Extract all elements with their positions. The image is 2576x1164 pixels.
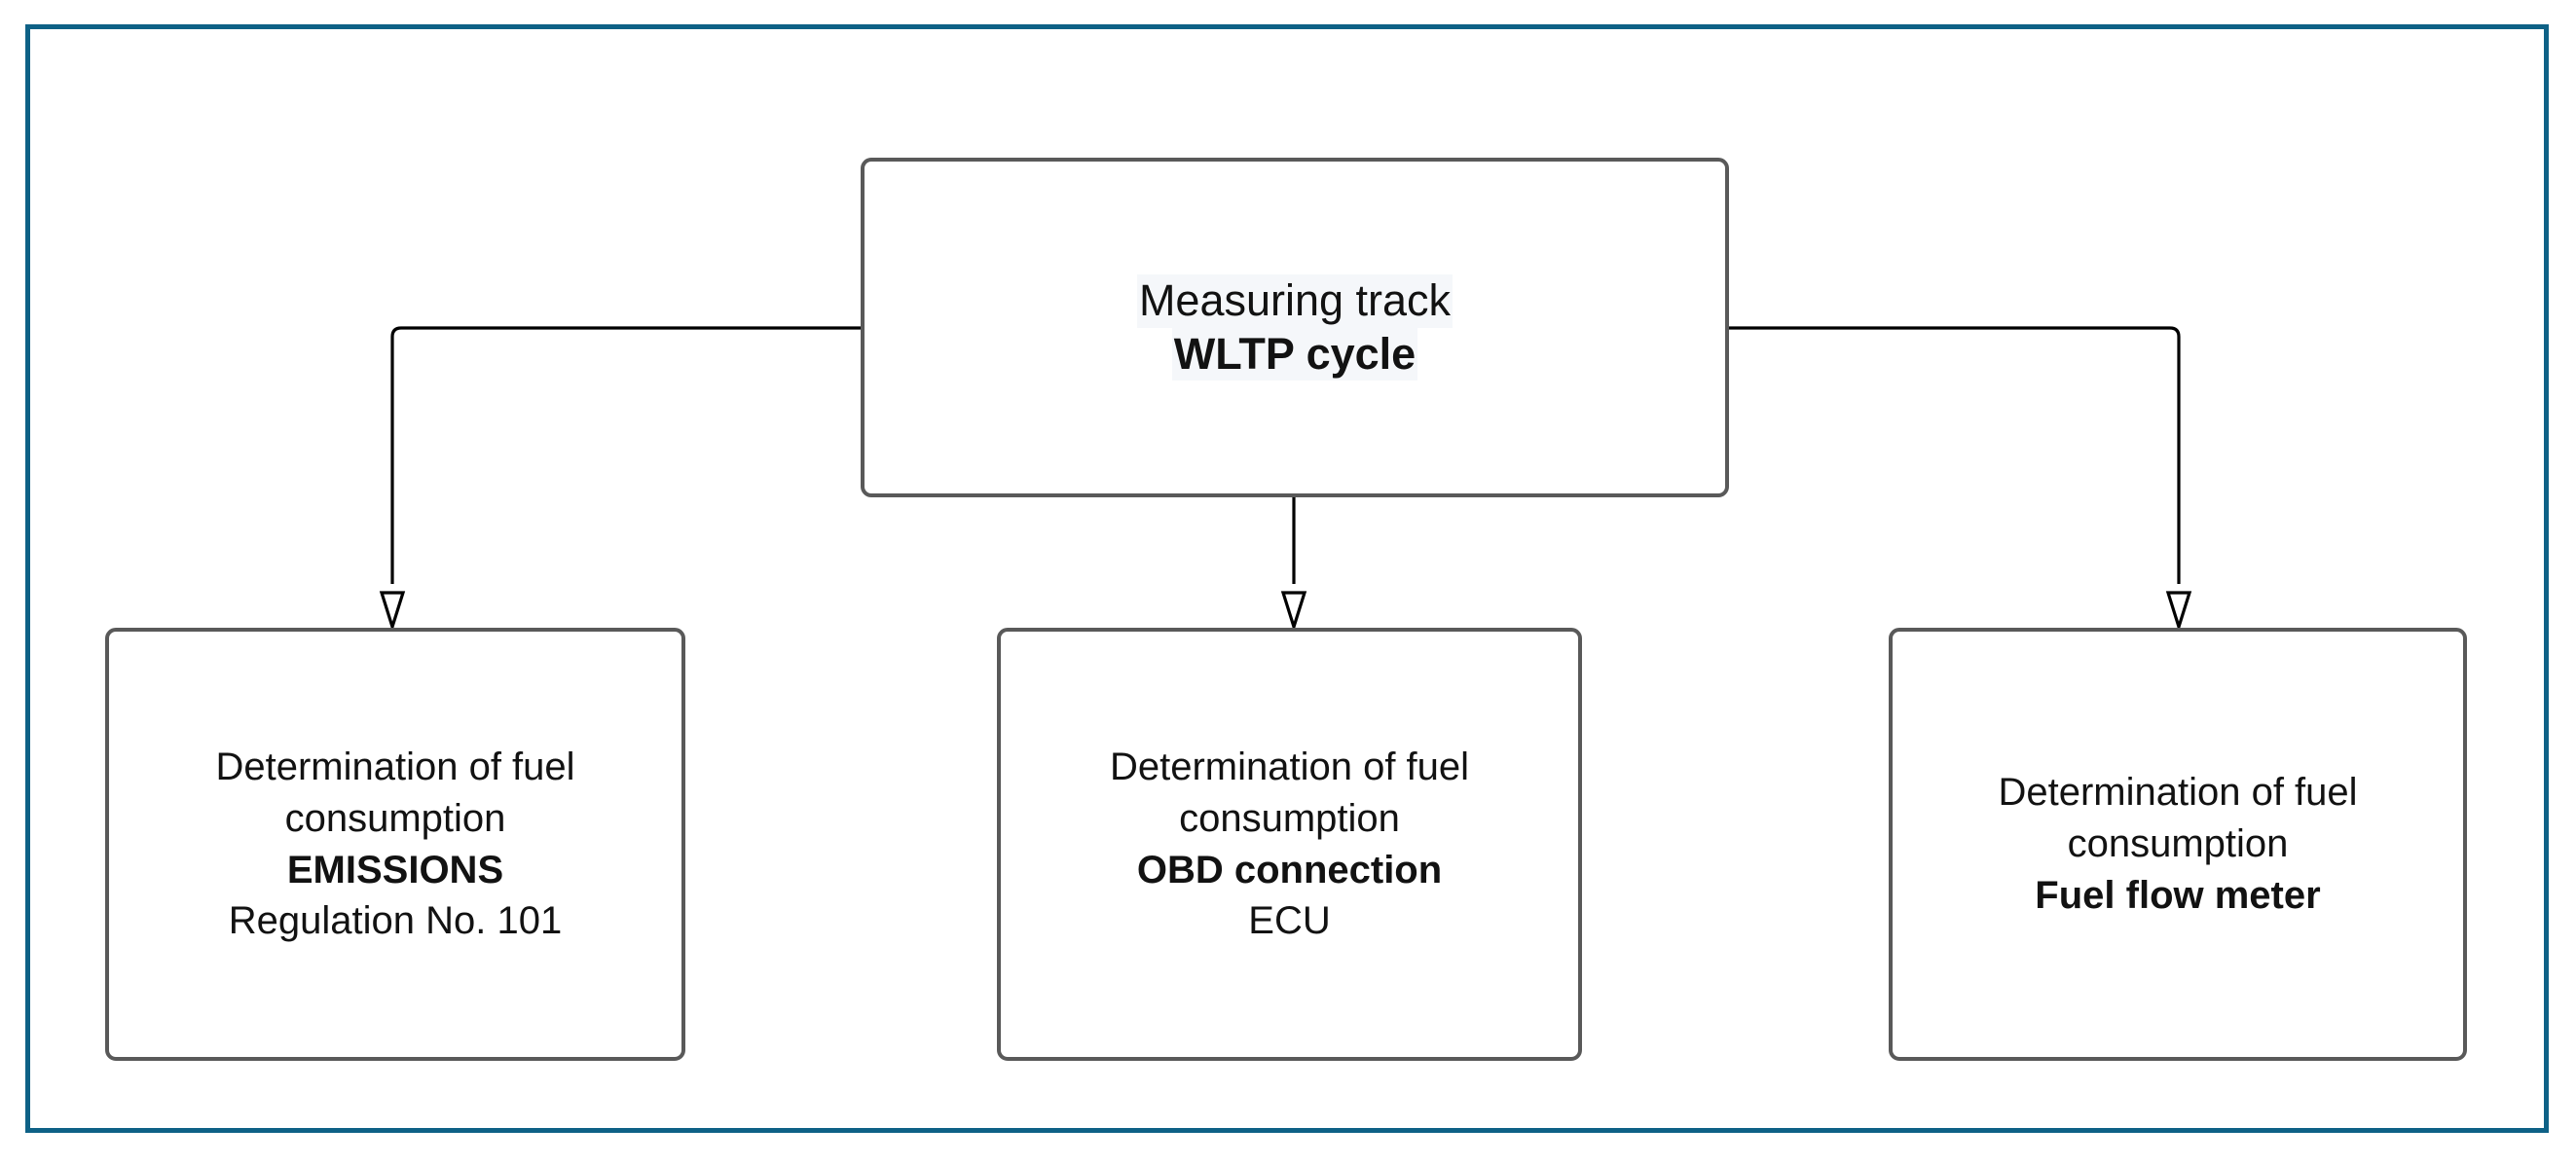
node-emissions-line-4: Regulation No. 101 [228, 899, 563, 943]
node-obd-line-1: Determination of fuel [1109, 745, 1470, 788]
node-obd-line-3: OBD connection [1136, 848, 1443, 891]
node-obd-connection[interactable]: Determination of fuel consumption OBD co… [997, 628, 1582, 1061]
node-measuring-track[interactable]: Measuring track WLTP cycle [861, 158, 1729, 497]
node-emissions-line-1: Determination of fuel [215, 745, 575, 788]
node-obd-line-4: ECU [1248, 899, 1331, 943]
node-fuel-flow-line-1: Determination of fuel [1998, 771, 2358, 815]
node-emissions-line-2: consumption [284, 796, 506, 840]
node-fuel-flow-line-3: Fuel flow meter [2035, 873, 2321, 917]
node-emissions[interactable]: Determination of fuel consumption EMISSI… [105, 628, 685, 1061]
node-measuring-track-line-2: WLTP cycle [1171, 327, 1418, 382]
node-fuel-flow-meter[interactable]: Determination of fuel consumption Fuel f… [1889, 628, 2467, 1061]
node-emissions-line-3: EMISSIONS [286, 848, 504, 891]
node-obd-line-2: consumption [1179, 796, 1400, 840]
node-fuel-flow-line-2: consumption [2067, 822, 2289, 866]
outer-border-frame [25, 24, 2549, 1133]
node-measuring-track-line-1: Measuring track [1136, 273, 1454, 328]
